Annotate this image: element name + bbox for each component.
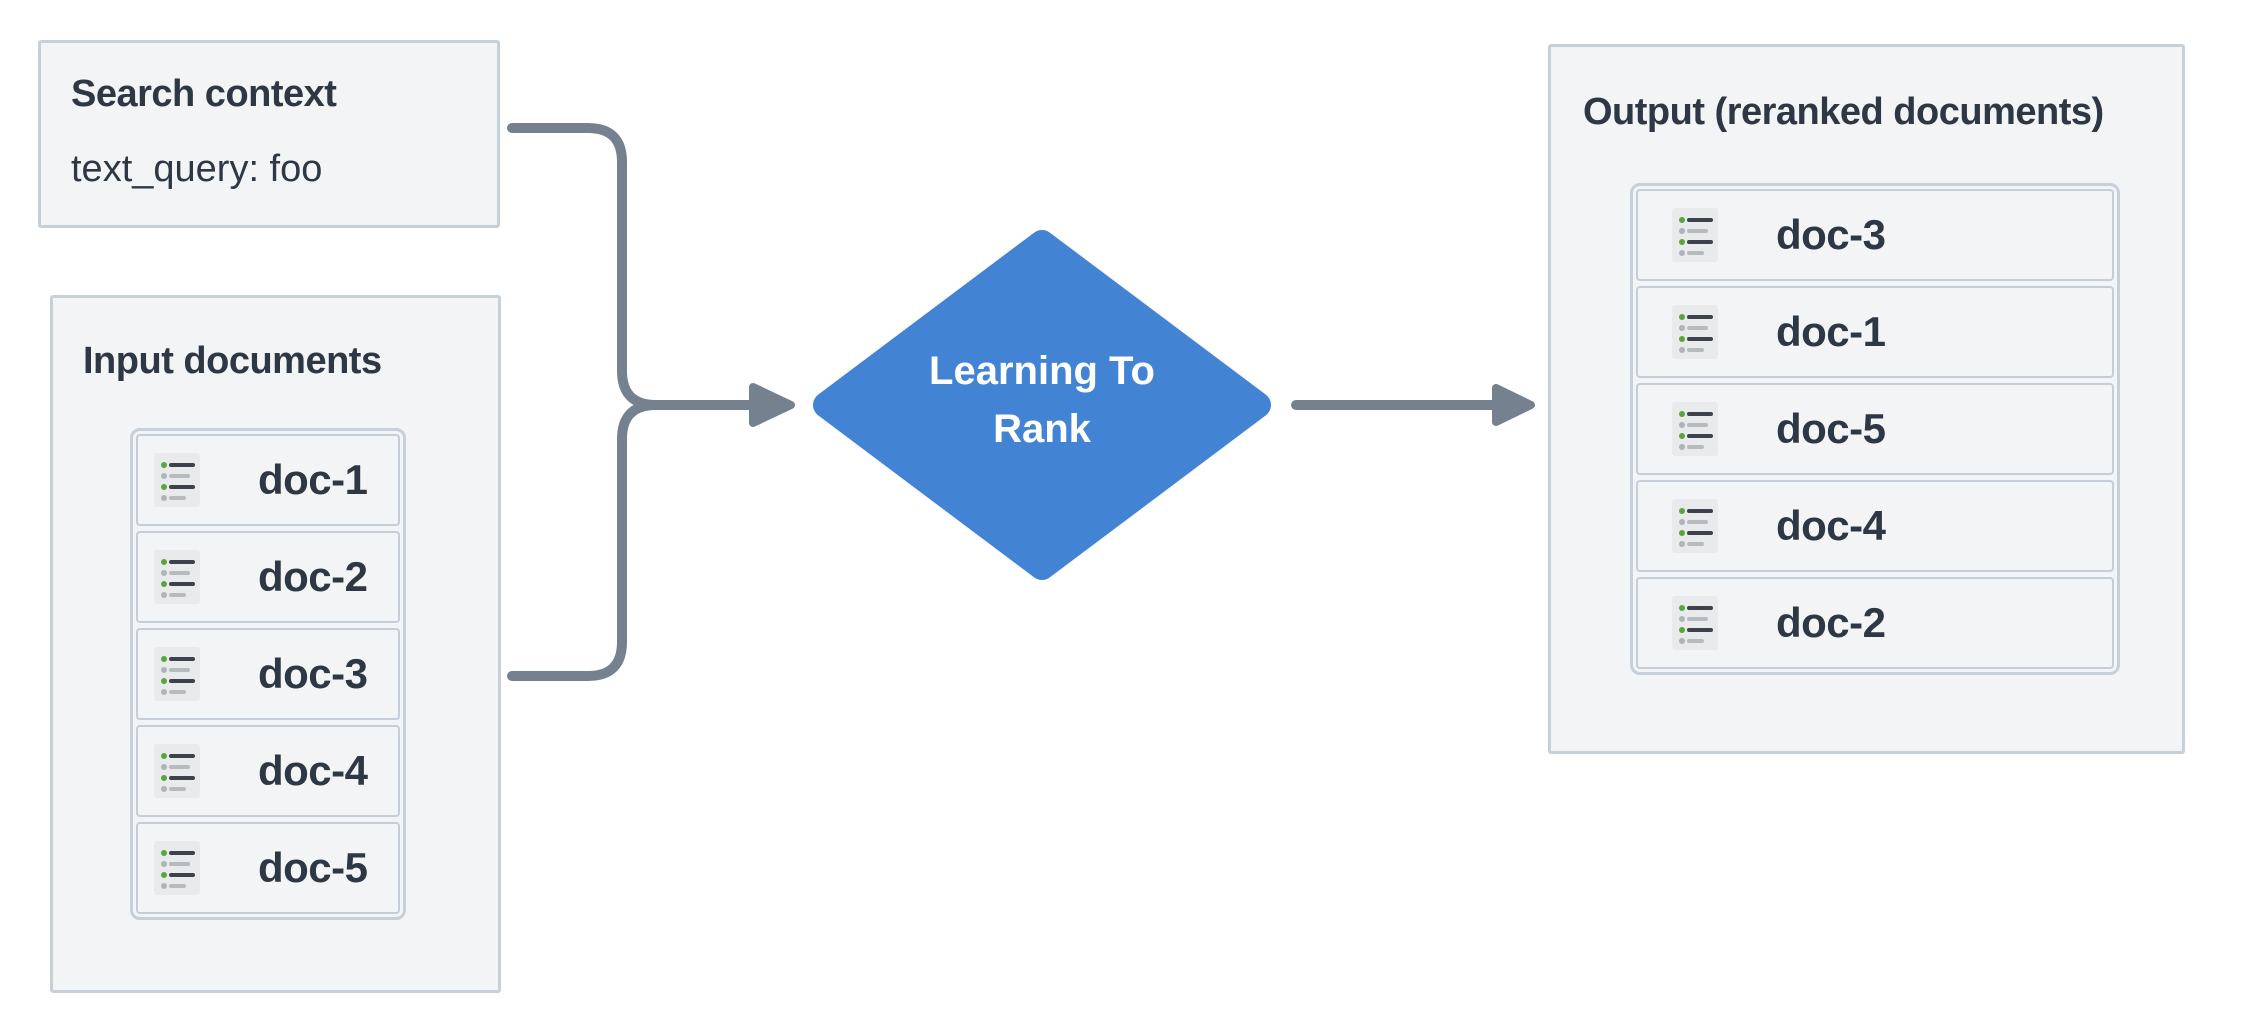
doc-label: doc-1 xyxy=(1776,308,1886,355)
search-context-title: Search context xyxy=(71,73,337,115)
input-doc-row: doc-4 xyxy=(136,725,400,817)
output-doc-row: doc-5 xyxy=(1636,383,2114,475)
search-context-panel: Search context text_query: foo xyxy=(38,40,500,228)
document-list-icon xyxy=(154,841,200,895)
input-doc-row: doc-3 xyxy=(136,628,400,720)
document-list-icon xyxy=(1672,305,1718,359)
output-doc-row: doc-3 xyxy=(1636,189,2114,281)
input-documents-panel: Input documents doc-1 doc-2 doc-3 doc-4 … xyxy=(50,295,501,993)
diamond-label-line2: Rank xyxy=(993,407,1091,451)
doc-label: doc-3 xyxy=(1776,211,1886,258)
doc-label: doc-5 xyxy=(258,844,368,891)
search-context-connector xyxy=(507,123,755,410)
document-list-icon xyxy=(1672,402,1718,456)
input-doc-row: doc-5 xyxy=(136,822,400,914)
document-list-icon xyxy=(154,550,200,604)
output-documents-panel: Output (reranked documents) doc-3 doc-1 … xyxy=(1548,44,2185,754)
doc-label: doc-4 xyxy=(1776,502,1886,549)
doc-label: doc-1 xyxy=(258,456,368,503)
input-doc-row: doc-1 xyxy=(136,434,400,526)
doc-label: doc-3 xyxy=(258,650,368,697)
diamond-label-line1: Learning To xyxy=(929,349,1155,393)
document-list-icon xyxy=(1672,596,1718,650)
input-documents-title: Input documents xyxy=(83,340,382,382)
input-doc-list: doc-1 doc-2 doc-3 doc-4 doc-5 xyxy=(130,428,406,920)
doc-label: doc-5 xyxy=(1776,405,1886,452)
learning-to-rank-diamond xyxy=(813,230,1271,580)
text-query-value: text_query: foo xyxy=(71,148,323,190)
document-list-icon xyxy=(1672,208,1718,262)
output-documents-title: Output (reranked documents) xyxy=(1583,91,2104,133)
document-list-icon xyxy=(1672,499,1718,553)
output-arrowhead-icon xyxy=(1492,384,1535,426)
doc-label: doc-4 xyxy=(258,747,368,794)
document-list-icon xyxy=(154,744,200,798)
output-doc-list: doc-3 doc-1 doc-5 doc-4 doc-2 xyxy=(1630,183,2120,675)
output-doc-row: doc-1 xyxy=(1636,286,2114,378)
input-documents-connector xyxy=(507,400,661,681)
doc-label: doc-2 xyxy=(258,553,368,600)
document-list-icon xyxy=(154,647,200,701)
doc-label: doc-2 xyxy=(1776,599,1886,646)
input-arrowhead-icon xyxy=(749,383,795,427)
document-list-icon xyxy=(154,453,200,507)
input-doc-row: doc-2 xyxy=(136,531,400,623)
learning-to-rank-label: Learning To Rank xyxy=(892,342,1192,458)
output-doc-row: doc-4 xyxy=(1636,480,2114,572)
output-doc-row: doc-2 xyxy=(1636,577,2114,669)
